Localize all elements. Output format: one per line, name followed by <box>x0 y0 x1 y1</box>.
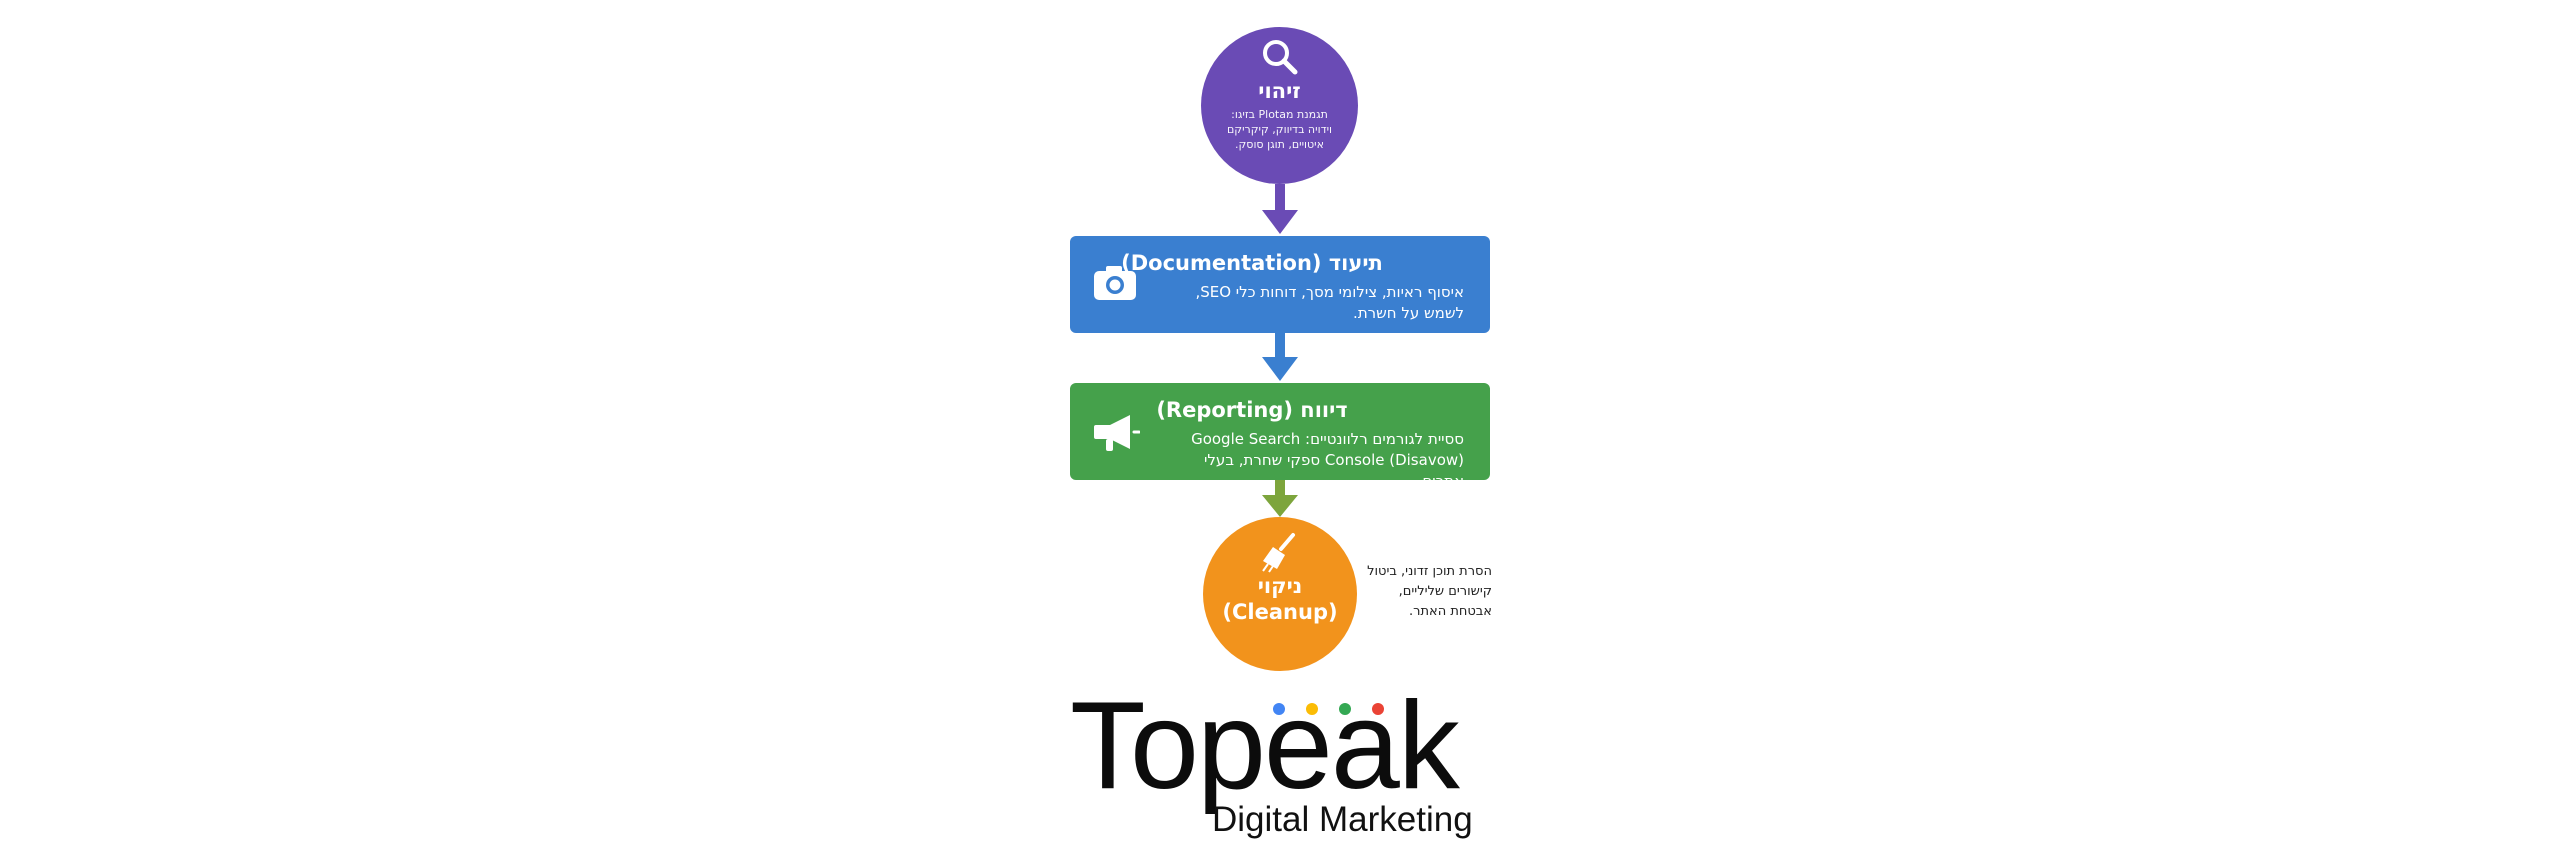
camera-icon <box>1094 266 1136 300</box>
arrow-reporting-to-cleanup <box>1262 480 1298 517</box>
reporting-title: דיווח (Reporting) <box>1156 398 1348 422</box>
cleanup-description: הסרת תוכן זדוני, ביטול קישורים שליליים, … <box>1367 564 1492 619</box>
arrow-identify-to-documentation <box>1262 184 1298 234</box>
cleanup-step: ניקוי (Cleanup) <box>1203 517 1357 671</box>
magnifier-icon <box>1262 40 1297 75</box>
logo-tagline: Digital Marketing <box>1212 800 1473 839</box>
documentation-step: תיעוד (Documentation) איסוף ראיות, צילומ… <box>1070 236 1490 333</box>
documentation-description: איסוף ראיות, צילומי מסך, דוחות כלי SEO, … <box>1195 283 1464 322</box>
reporting-step: דיווח (Reporting) ססיית לגורמים רלוונטיי… <box>1070 383 1490 490</box>
megaphone-icon <box>1094 415 1140 451</box>
identify-step: זיהוי תגמנת מPlota בזיגו: וידויה בדיווק,… <box>1201 27 1358 184</box>
identify-description: תגמנת מPlota בזיגו: וידויה בדיווק, קיקרי… <box>1226 108 1333 151</box>
arrow-documentation-to-reporting <box>1262 333 1298 381</box>
broom-icon <box>1262 533 1295 573</box>
logo-dot-yellow <box>1306 703 1318 715</box>
logo-color-dots <box>1273 703 1384 715</box>
logo-dot-red <box>1372 703 1384 715</box>
cleanup-subtitle: (Cleanup) <box>1222 600 1338 624</box>
cleanup-title: ניקוי <box>1257 574 1303 598</box>
logo-dot-green <box>1339 703 1351 715</box>
documentation-title: תיעוד (Documentation) <box>1121 251 1383 275</box>
topeak-logo: Topeak Digital Marketing <box>1070 677 1510 850</box>
logo-dot-blue <box>1273 703 1285 715</box>
identify-title: זיהוי <box>1258 79 1301 103</box>
reporting-description: ססיית לגורמים רלוונטיים: Google Search C… <box>1191 430 1464 490</box>
logo-wordmark: Topeak <box>1070 677 1460 815</box>
